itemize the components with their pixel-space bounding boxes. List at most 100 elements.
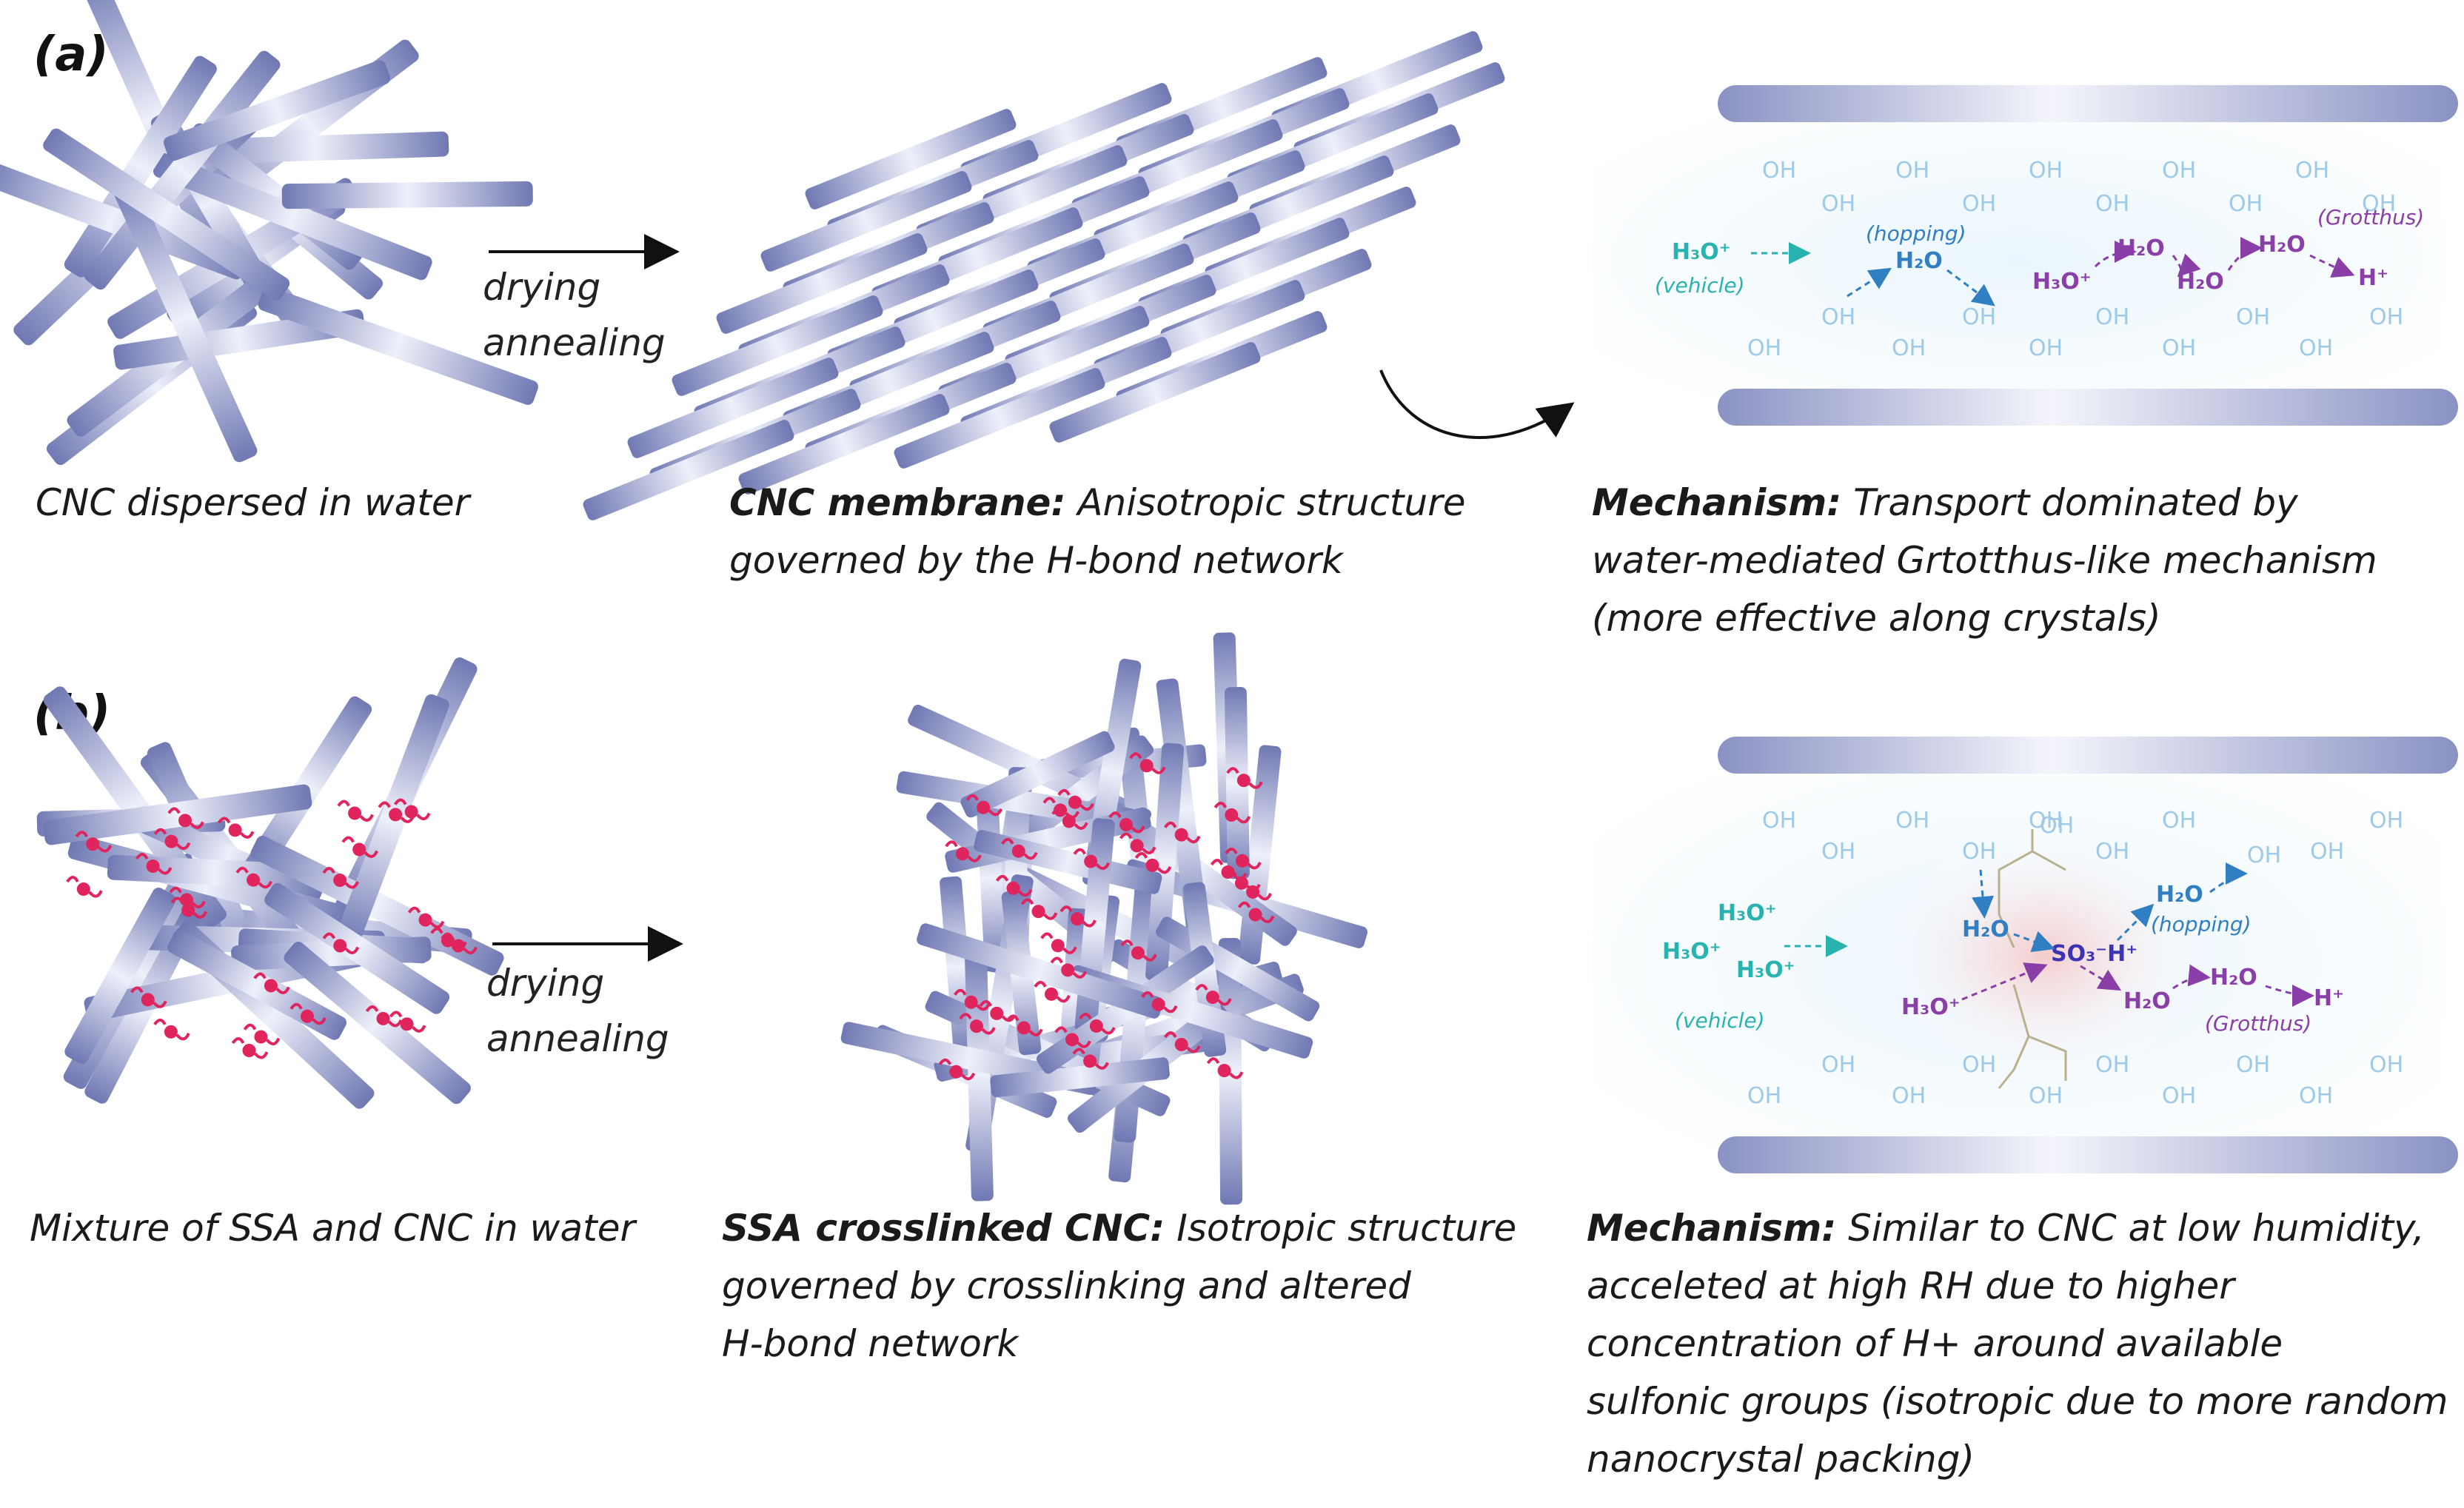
h3o-grotthus-a: H₃O⁺ <box>2032 269 2092 295</box>
ssa-crosslinker-tail <box>1235 878 1272 901</box>
ssa-crosslinker-tail <box>1195 984 1232 1006</box>
step-arrow-b: drying annealing <box>486 926 683 1060</box>
ssa-crosslinker-tail <box>1108 811 1145 834</box>
ssa-molecule-tail <box>169 886 206 909</box>
hplus-a: H⁺ <box>2358 265 2388 291</box>
ssa-crosslinker <box>1011 844 1025 858</box>
cnc-rod <box>281 181 533 210</box>
cnc-rod <box>111 176 258 463</box>
ssa-molecule <box>146 859 160 874</box>
hydroxyl-group: OH <box>2095 191 2129 217</box>
aligned-cnc-rod <box>894 368 1105 469</box>
ssa-crosslinker <box>949 1065 963 1079</box>
ssa-crosslinker <box>1131 946 1145 960</box>
ssa-crosslinker <box>955 847 969 861</box>
ssa-crosslinker-tail <box>954 988 991 1011</box>
ssa-molecule-tail <box>430 927 467 950</box>
ssa-molecule-tail <box>389 1011 426 1033</box>
ssa-molecule-tail <box>322 867 360 889</box>
ssa-crosslinker-tail <box>1051 808 1088 830</box>
hydroxyl-group: OH <box>2369 1052 2403 1078</box>
ssa-molecule-tail <box>135 853 173 875</box>
ssa-crosslinker <box>1246 885 1260 899</box>
h2o-grotthus-3-a: H₂O <box>2258 232 2306 258</box>
hydroxyl-group: OH <box>2299 1083 2333 1109</box>
ssa-crosslinker-tail <box>1134 851 1172 874</box>
hplus-b: H⁺ <box>2314 985 2344 1011</box>
ssa-crosslinker <box>1151 997 1165 1011</box>
hydroxyl-group: OH <box>1892 1083 1926 1109</box>
hydroxyl-group: OH <box>2029 158 2063 184</box>
caption-cnc-membrane: CNC membrane: Anisotropic structure gove… <box>729 481 1466 582</box>
hydroxyl-group: OH <box>2362 191 2396 217</box>
ssa-crosslinker <box>1130 839 1144 853</box>
crosslinked-cnc-rod <box>964 948 994 1202</box>
ssa-crosslinker-tail <box>1034 980 1071 1003</box>
ssa-molecule <box>86 837 100 851</box>
hydroxyl-group: OH <box>2029 808 2063 834</box>
cnc-rod-b <box>284 942 471 1105</box>
ssa-molecule-tail <box>153 828 191 851</box>
ssa-crosslinker <box>990 1006 1004 1020</box>
ssa-crosslinker <box>1065 1033 1079 1047</box>
crosslinked-cnc-rod <box>960 731 1115 818</box>
hydroxyl-group: OH <box>1962 191 1996 217</box>
aligned-cnc-rod <box>1049 342 1261 443</box>
ssa-molecule-tail <box>365 1005 403 1028</box>
h3o-vehicle-b-1: H₃O⁺ <box>1718 900 1777 926</box>
ssa-crosslinker <box>1236 774 1251 788</box>
hydroxyl-group: OH <box>2162 335 2196 361</box>
crosslinked-cnc-rod <box>989 854 1246 993</box>
cnc-rod <box>153 153 432 281</box>
ssa-molecule <box>242 1043 256 1057</box>
cnc-rod <box>0 159 247 280</box>
hydroxyl-group: OH <box>1821 1052 1855 1078</box>
panel-label-a: (a) <box>33 27 109 82</box>
hydroxyl-group: OH <box>2162 158 2196 184</box>
step-annealing-b: annealing <box>486 1017 669 1060</box>
hydroxyl-group: OH <box>2295 158 2329 184</box>
ssa-cnc-mixture-rods <box>36 657 504 1109</box>
hydroxyl-group: OH <box>2369 808 2403 834</box>
ssa-molecule-tail <box>130 986 167 1008</box>
cnc-rod <box>164 60 390 161</box>
ssa-molecule-tail <box>153 1018 190 1041</box>
ssa-crosslinker <box>1089 1019 1103 1033</box>
cnc-rod-b <box>64 888 176 1065</box>
grotthus-label-b: (Grotthus) <box>2205 1011 2311 1036</box>
ssa-crosslinker <box>1174 828 1188 842</box>
ssa-molecule-tail <box>231 1037 269 1059</box>
ssa-crosslinker-tail <box>1164 1031 1201 1053</box>
aligned-cnc-rod <box>672 295 883 396</box>
ssa-molecule <box>348 806 362 820</box>
ssa-molecule <box>418 913 432 927</box>
ssa-crosslinker-tail <box>995 874 1033 897</box>
ssa-molecule <box>164 834 178 848</box>
ssa-molecule-tail <box>393 798 431 821</box>
ssa-crosslinker <box>1061 963 1075 977</box>
ssa-molecule-tail <box>322 932 360 954</box>
caption-ssa-crosslinked: SSA crosslinked CNC: Isotropic structure… <box>722 1207 1517 1365</box>
hydroxyl-group: OH <box>1762 158 1796 184</box>
ssa-crosslinker <box>1083 1054 1097 1068</box>
h3o-vehicle-a: H₃O⁺ <box>1672 239 1731 265</box>
h2o-grotthus-2-a: H₂O <box>2177 269 2224 295</box>
caption-ssa-cnc-mixture: Mixture of SSA and CNC in water <box>30 1207 636 1250</box>
ssa-crosslinker-tail <box>1120 939 1157 962</box>
ssa-crosslinker-tail <box>1072 1048 1109 1070</box>
ssa-crosslinker-tail <box>1129 752 1166 774</box>
ssa-molecule-tail <box>217 817 255 839</box>
h2o-b-left: H₂O <box>1962 916 2009 942</box>
ssa-crosslinker <box>1031 905 1045 919</box>
crosslinked-cnc-rod <box>990 1057 1170 1098</box>
ssa-crosslinker-tail <box>1050 956 1088 979</box>
ssa-crosslinker-tail <box>1059 905 1097 928</box>
hydroxyl-group: OH <box>1821 839 1855 865</box>
caption-cnc-dispersed: CNC dispersed in water <box>36 481 470 524</box>
h2o-b-grotthus-2: H₂O <box>2210 965 2257 991</box>
ssa-crosslinker <box>1071 912 1085 926</box>
ssa-crosslinker-tail <box>1225 847 1262 870</box>
ssa-molecule <box>441 934 455 948</box>
h3o-vehicle-b-3: H₃O⁺ <box>1736 957 1795 983</box>
